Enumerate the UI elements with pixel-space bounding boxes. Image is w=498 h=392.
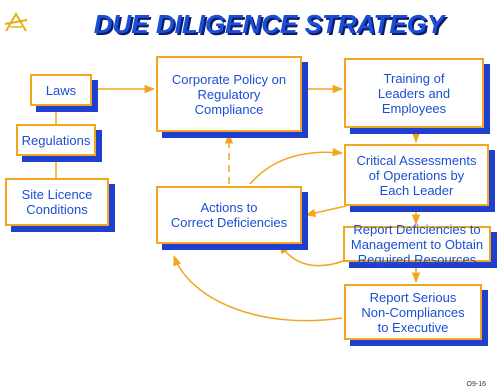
report-deficiencies-label: Report Deficiencies to Management to Obt… [350,221,484,267]
a-logo-icon [4,12,28,32]
training-label: Training of Leaders and Employees [377,70,451,116]
arrow-actions-to-assessments [249,147,344,185]
report-deficiencies-box: Report Deficiencies to Management to Obt… [343,222,491,267]
corporate-policy-label: Corporate Policy on Regulatory Complianc… [171,71,287,117]
site-licence-box: Site Licence Conditions [5,178,109,226]
training-box: Training of Leaders and Employees [344,58,484,128]
regulations-label: Regulations [21,132,91,148]
page-title: DUE DILIGENCE STRATEGY [93,9,445,39]
laws-box: Laws [30,74,92,106]
report-serious-box: Report Serious Non-Compliances to Execut… [344,284,482,340]
actions-box: Actions to Correct Deficiencies [156,186,302,244]
slide-code: O9-16 [466,381,486,388]
report-serious-label: Report Serious Non-Compliances to Execut… [361,289,465,335]
corporate-policy-box: Corporate Policy on Regulatory Complianc… [156,56,302,132]
laws-label: Laws [45,82,77,98]
arrow-serious-to-actions [173,255,343,322]
assessments-box: Critical Assessments of Operations by Ea… [344,144,489,206]
actions-label: Actions to Correct Deficiencies [170,200,288,230]
assessments-label: Critical Assessments of Operations by Ea… [356,152,477,198]
site-licence-label: Site Licence Conditions [21,187,93,217]
arrow-deficiencies-to-actions [279,243,347,267]
regulations-box: Regulations [16,124,96,156]
arrow-assessments-to-actions [304,205,347,218]
